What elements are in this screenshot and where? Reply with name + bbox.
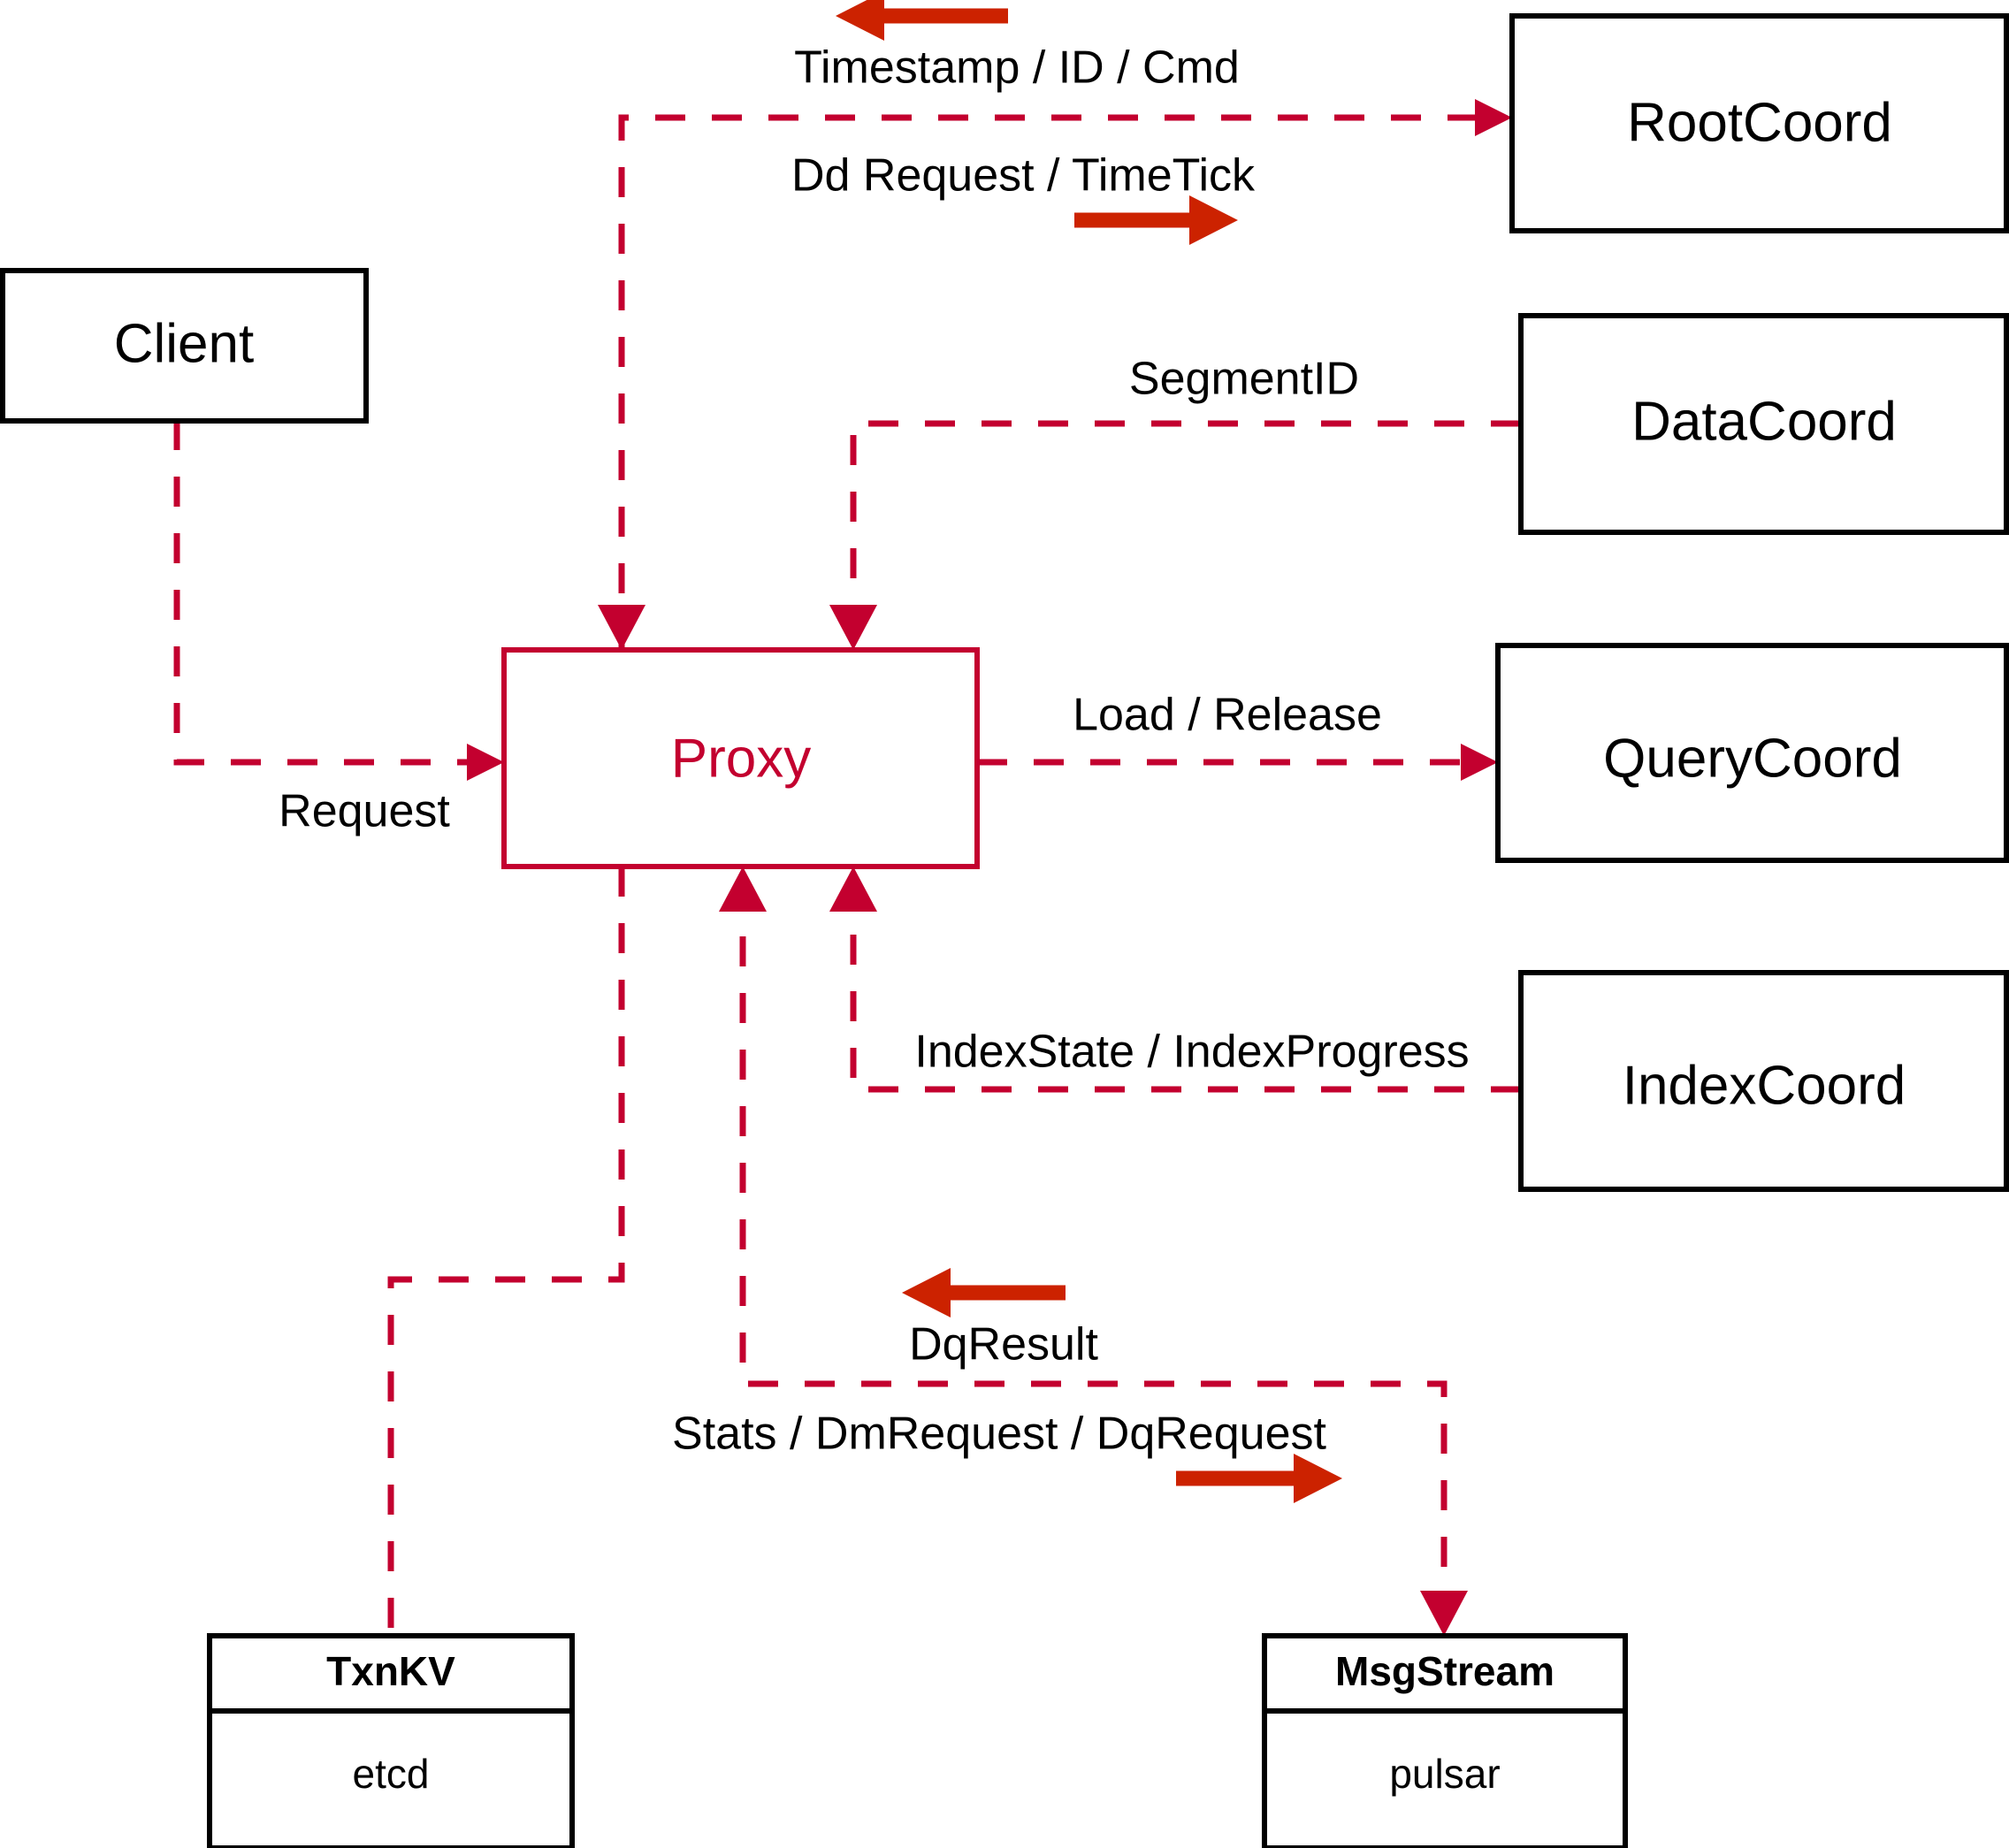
node-msgstream[interactable]: MsgStream pulsar bbox=[1262, 1633, 1628, 1848]
edge-path-datacoord bbox=[850, 420, 1521, 650]
edge-proxy-txnkv bbox=[387, 867, 625, 1636]
proxy-box[interactable] bbox=[501, 647, 980, 869]
indexcoord-box[interactable] bbox=[1518, 970, 2009, 1192]
arrow-head-into-proxy-bottom-mid bbox=[719, 867, 767, 912]
edge-client-proxy bbox=[173, 420, 504, 781]
edge-label-dd-request-timetick: Dd Request / TimeTick bbox=[791, 150, 1256, 202]
arrow-head-into-proxy-top-right bbox=[829, 605, 877, 650]
edge-path-txnkv bbox=[387, 867, 625, 1636]
msgstream-title: MsgStream bbox=[1335, 1648, 1554, 1694]
querycoord-label: QueryCoord bbox=[1603, 728, 1902, 789]
edge-label-load-release: Load / Release bbox=[1073, 690, 1382, 741]
edge-label-timestamp-id-cmd: Timestamp / ID / Cmd bbox=[794, 42, 1240, 94]
arrow-head-into-msgstream bbox=[1420, 1591, 1468, 1636]
direction-arrow-timestamp-left bbox=[836, 0, 1008, 41]
msgstream-impl: pulsar bbox=[1389, 1751, 1500, 1797]
node-client[interactable]: Client bbox=[0, 268, 369, 424]
node-indexcoord[interactable]: IndexCoord bbox=[1518, 970, 2009, 1192]
querycoord-box[interactable] bbox=[1495, 643, 2009, 863]
node-txnkv[interactable]: TxnKV etcd bbox=[207, 1633, 575, 1848]
edge-label-request: Request bbox=[279, 786, 450, 837]
direction-arrow-dqresult-left bbox=[902, 1268, 1066, 1317]
node-datacoord[interactable]: DataCoord bbox=[1518, 313, 2009, 535]
node-proxy[interactable]: Proxy bbox=[501, 647, 980, 869]
arrow-head-into-proxy-left bbox=[467, 744, 504, 781]
arrow-head-into-proxy-bottom-right bbox=[829, 867, 877, 912]
edge-datacoord-proxy bbox=[829, 420, 1521, 650]
node-rootcoord[interactable]: RootCoord bbox=[1509, 13, 2009, 233]
edge-path-indexcoord bbox=[850, 880, 1521, 1093]
proxy-label: Proxy bbox=[671, 728, 811, 789]
node-querycoord[interactable]: QueryCoord bbox=[1495, 643, 2009, 863]
msgstream-box[interactable] bbox=[1262, 1633, 1628, 1848]
txnkv-impl: etcd bbox=[353, 1751, 430, 1797]
direction-arrow-dmrequest-right bbox=[1176, 1454, 1342, 1503]
arrow-head-into-proxy-top-left bbox=[598, 605, 645, 650]
edge-label-segment-id: SegmentID bbox=[1129, 354, 1359, 405]
edge-path-rootcoord bbox=[618, 114, 1499, 650]
edge-label-index-state-progress: IndexState / IndexProgress bbox=[914, 1027, 1469, 1078]
edge-path-msgstream bbox=[739, 880, 1448, 1609]
client-label: Client bbox=[114, 313, 255, 374]
edge-indexcoord-proxy bbox=[829, 867, 1521, 1093]
indexcoord-label: IndexCoord bbox=[1623, 1055, 1906, 1116]
edge-path-client bbox=[173, 420, 492, 766]
txnkv-box[interactable] bbox=[207, 1633, 575, 1848]
arrow-head-into-querycoord bbox=[1461, 744, 1498, 781]
edge-proxy-querycoord bbox=[977, 744, 1498, 781]
client-box[interactable] bbox=[0, 268, 369, 424]
arrow-head-into-rootcoord bbox=[1475, 99, 1512, 136]
edge-label-stats-dm-dq-request: Stats / DmRequest / DqRequest bbox=[672, 1409, 1326, 1460]
txnkv-title: TxnKV bbox=[326, 1648, 455, 1694]
rootcoord-label: RootCoord bbox=[1627, 92, 1892, 153]
datacoord-box[interactable] bbox=[1518, 313, 2009, 535]
edge-label-dq-result: DqResult bbox=[909, 1319, 1098, 1371]
edge-proxy-msgstream bbox=[719, 867, 1468, 1636]
datacoord-label: DataCoord bbox=[1631, 391, 1897, 452]
rootcoord-box[interactable] bbox=[1509, 13, 2009, 233]
direction-arrow-ddrequest-right bbox=[1074, 195, 1238, 245]
edge-proxy-rootcoord bbox=[598, 99, 1512, 650]
